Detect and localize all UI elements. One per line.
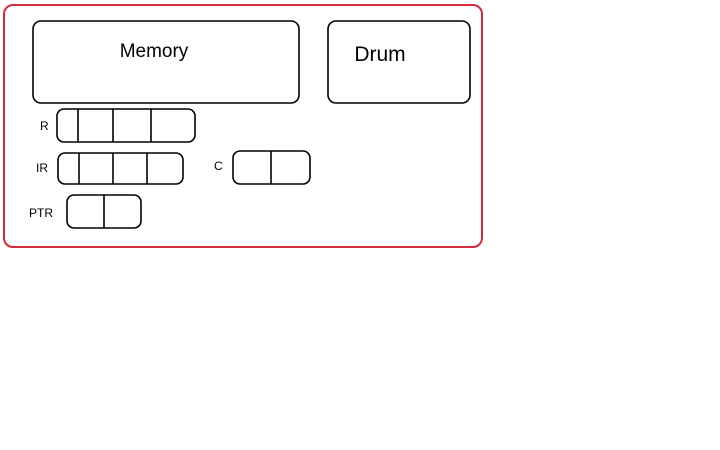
register-c-label: C <box>214 159 223 173</box>
register-ptr: PTR <box>29 194 142 229</box>
memory-block: Memory <box>32 20 300 104</box>
memory-label: Memory <box>120 41 189 62</box>
register-ir-label: IR <box>36 161 48 175</box>
register-ir: IR <box>36 152 184 185</box>
register-c: C <box>214 150 311 185</box>
drum-label: Drum <box>354 43 405 66</box>
machine-frame <box>3 4 483 248</box>
register-r-label: R <box>40 119 49 133</box>
register-r: R <box>40 108 196 143</box>
drum-block: Drum <box>327 20 471 104</box>
register-ptr-label: PTR <box>29 206 53 220</box>
